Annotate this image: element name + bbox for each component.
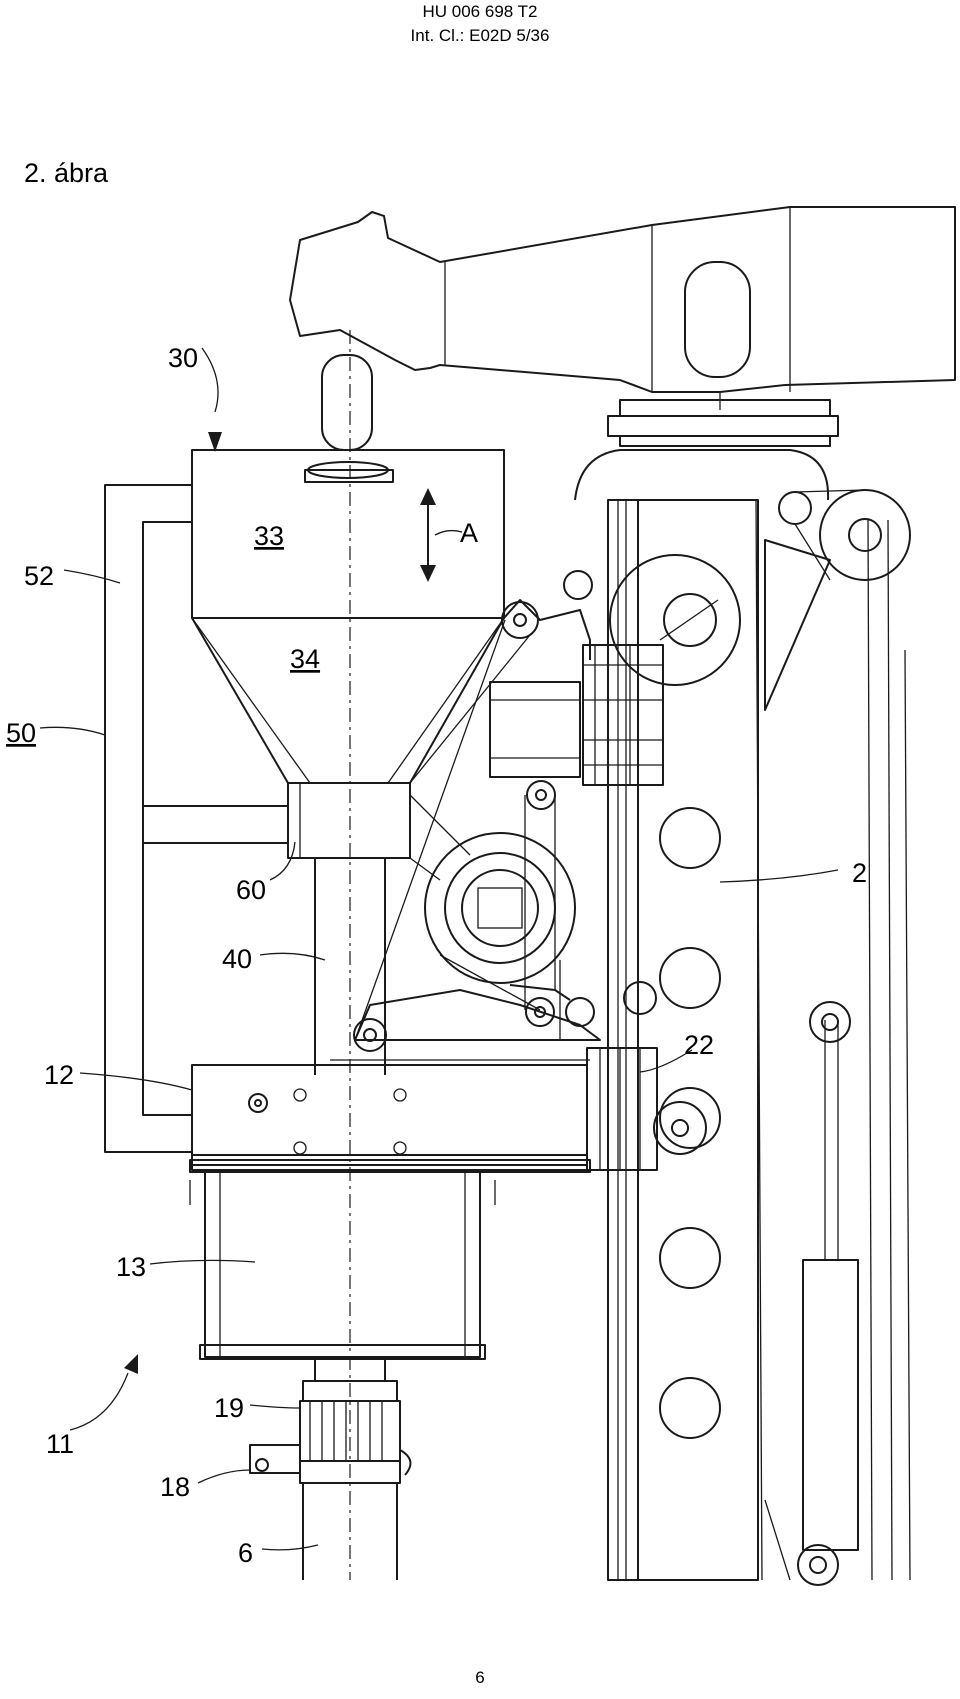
label-2: 2 (852, 858, 867, 888)
label-33: 33 (254, 521, 284, 551)
label-60: 60 (236, 875, 266, 905)
label-34: 34 (290, 644, 320, 674)
label-11: 11 (46, 1429, 74, 1459)
label-12: 12 (44, 1060, 74, 1090)
label-6: 6 (238, 1538, 253, 1568)
frame (104, 484, 288, 1153)
label-52: 52 (24, 561, 54, 591)
label-13: 13 (116, 1252, 146, 1282)
label-50: 50 (6, 718, 36, 748)
label-30: 30 (168, 343, 198, 373)
bracket-arms (330, 570, 664, 1061)
label-A: A (460, 518, 478, 548)
motor-housing (189, 1171, 496, 1360)
label-22: 22 (684, 1030, 714, 1060)
figure-title: 2. ábra (24, 158, 109, 188)
classification: Int. Cl.: E02D 5/36 (410, 26, 550, 45)
mast-column (574, 449, 911, 1586)
coupling-and-shaft (249, 1358, 412, 1580)
leader-lines (39, 347, 839, 1551)
page-number: 6 (475, 1668, 485, 1687)
label-18: 18 (160, 1472, 190, 1502)
reference-labels: 30 33 A 52 34 50 60 2 40 12 22 13 11 19 … (6, 343, 867, 1568)
boom-arm (289, 206, 956, 447)
label-40: 40 (222, 944, 252, 974)
document-number: HU 006 698 T2 (422, 2, 538, 21)
label-19: 19 (214, 1393, 244, 1423)
gearbox (189, 1047, 707, 1173)
hopper (191, 354, 505, 1075)
